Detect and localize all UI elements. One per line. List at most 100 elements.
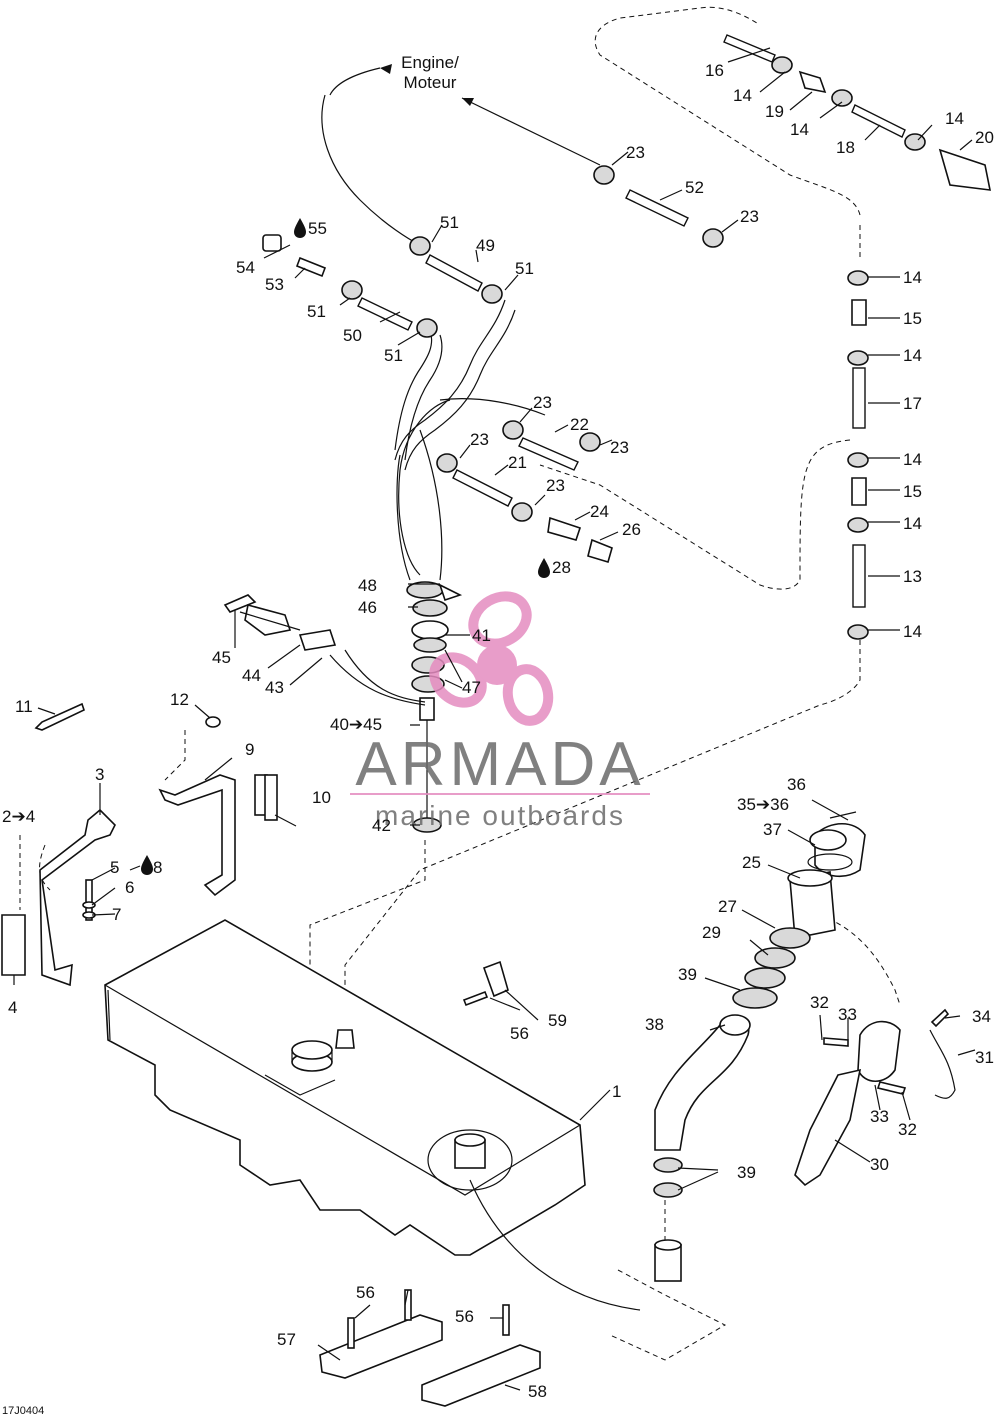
callout-16: 16 (705, 61, 724, 80)
callout-38: 38 (645, 1015, 664, 1034)
callout-28: 28 (552, 558, 571, 577)
callout-56-b: 56 (356, 1283, 375, 1302)
callout-11: 11 (15, 697, 33, 716)
callout-37: 37 (763, 820, 782, 839)
callout-13: 13 (903, 567, 922, 586)
callout-1: 1 (612, 1082, 621, 1101)
callout-14-b: 14 (790, 120, 809, 139)
callout-33-b: 33 (870, 1107, 889, 1126)
callout-7: 7 (112, 905, 121, 924)
callout-14-h: 14 (903, 622, 922, 641)
callout-23-b: 23 (740, 207, 759, 226)
callout-5: 5 (110, 858, 119, 877)
callout-23-a: 23 (626, 143, 645, 162)
callout-15-b: 15 (903, 482, 922, 501)
callout-14-f: 14 (903, 450, 922, 469)
callout-30: 30 (870, 1155, 889, 1174)
callout-2-4: 2➔4 (2, 807, 35, 826)
callout-53: 53 (265, 275, 284, 294)
callout-55: 55 (308, 219, 327, 238)
fuel-tank (104, 919, 641, 1311)
callout-47: 47 (462, 678, 481, 697)
callout-9: 9 (245, 740, 254, 759)
callout-27: 27 (718, 897, 737, 916)
callout-55-group: 55 (294, 218, 327, 238)
fuel-line-fittings (262, 34, 992, 640)
lubricant-drop-icon (141, 855, 153, 875)
callout-12: 12 (170, 690, 189, 709)
callout-14-g: 14 (903, 514, 922, 533)
propeller-logo-icon (429, 591, 554, 726)
callout-22: 22 (570, 415, 589, 434)
callout-17: 17 (903, 394, 922, 413)
callout-36: 36 (787, 775, 806, 794)
callout-32-b: 32 (898, 1120, 917, 1139)
callout-51-b: 51 (515, 259, 534, 278)
callout-49: 49 (476, 236, 495, 255)
callout-41: 41 (472, 626, 491, 645)
callout-54: 54 (236, 258, 255, 277)
callout-42: 42 (372, 816, 391, 835)
callout-23-d: 23 (470, 430, 489, 449)
engine-label-line2: Moteur (404, 73, 457, 92)
callout-14-c: 14 (945, 109, 964, 128)
mounting-brackets (1, 702, 278, 987)
callout-39-b: 39 (737, 1163, 756, 1182)
callout-3: 3 (95, 765, 104, 784)
callout-46: 46 (358, 598, 377, 617)
tank-straps (319, 960, 541, 1407)
callout-57: 57 (277, 1330, 296, 1349)
callout-24: 24 (590, 502, 609, 521)
callout-51-a: 51 (440, 213, 459, 232)
callout-44: 44 (242, 666, 261, 685)
callout-56-c: 56 (455, 1307, 474, 1326)
callout-51-d: 51 (384, 346, 403, 365)
callout-33-a: 33 (838, 1005, 857, 1024)
callout-31: 31 (975, 1048, 994, 1067)
lubricant-drop-icon (538, 558, 550, 578)
callout-leaders (13, 47, 976, 1391)
callout-21: 21 (508, 453, 527, 472)
callout-29: 29 (702, 923, 721, 942)
callout-numbers: 1 2➔4 3 4 5 8 6 7 9 10 11 12 13 14 14 14… (2, 61, 994, 1417)
watermark-brand: ARMADA (355, 730, 644, 799)
engine-destination: Engine/ Moteur (380, 53, 601, 166)
callout-14-d: 14 (903, 268, 922, 287)
watermark-tagline: marine outboards (375, 800, 625, 831)
callout-14-e: 14 (903, 346, 922, 365)
callout-43: 43 (265, 678, 284, 697)
callout-51-c: 51 (307, 302, 326, 321)
callout-23-e: 23 (610, 438, 629, 457)
callout-8: 8 (153, 858, 162, 877)
callout-26: 26 (622, 520, 641, 539)
callout-20: 20 (975, 128, 994, 147)
callout-34: 34 (972, 1007, 991, 1026)
callout-56-a: 56 (510, 1024, 529, 1043)
callout-25: 25 (742, 853, 761, 872)
callout-23-f: 23 (546, 476, 565, 495)
callout-15-a: 15 (903, 309, 922, 328)
callout-35-36: 35➔36 (737, 795, 789, 814)
callout-45: 45 (212, 648, 231, 667)
callout-28-group: 28 (538, 558, 571, 578)
callout-23-c: 23 (533, 393, 552, 412)
callout-18: 18 (836, 138, 855, 157)
callout-19: 19 (765, 102, 784, 121)
callout-14-a: 14 (733, 86, 752, 105)
callout-10: 10 (312, 788, 331, 807)
engine-label-line1: Engine/ (401, 53, 459, 72)
callout-48: 48 (358, 576, 377, 595)
callout-32-a: 32 (810, 993, 829, 1012)
callout-40-45: 40➔45 (330, 715, 382, 734)
filler-neck-assembly (653, 823, 956, 1282)
callout-58: 58 (528, 1382, 547, 1401)
callout-4: 4 (8, 998, 17, 1017)
callout-8-group: 8 (141, 855, 162, 877)
lubricant-drop-icon (294, 218, 306, 238)
callout-52: 52 (685, 178, 704, 197)
callout-59: 59 (548, 1011, 567, 1030)
callout-50: 50 (343, 326, 362, 345)
armada-watermark: ARMADA marine outboards (350, 591, 650, 831)
fuel-pickup-assembly (223, 581, 463, 833)
